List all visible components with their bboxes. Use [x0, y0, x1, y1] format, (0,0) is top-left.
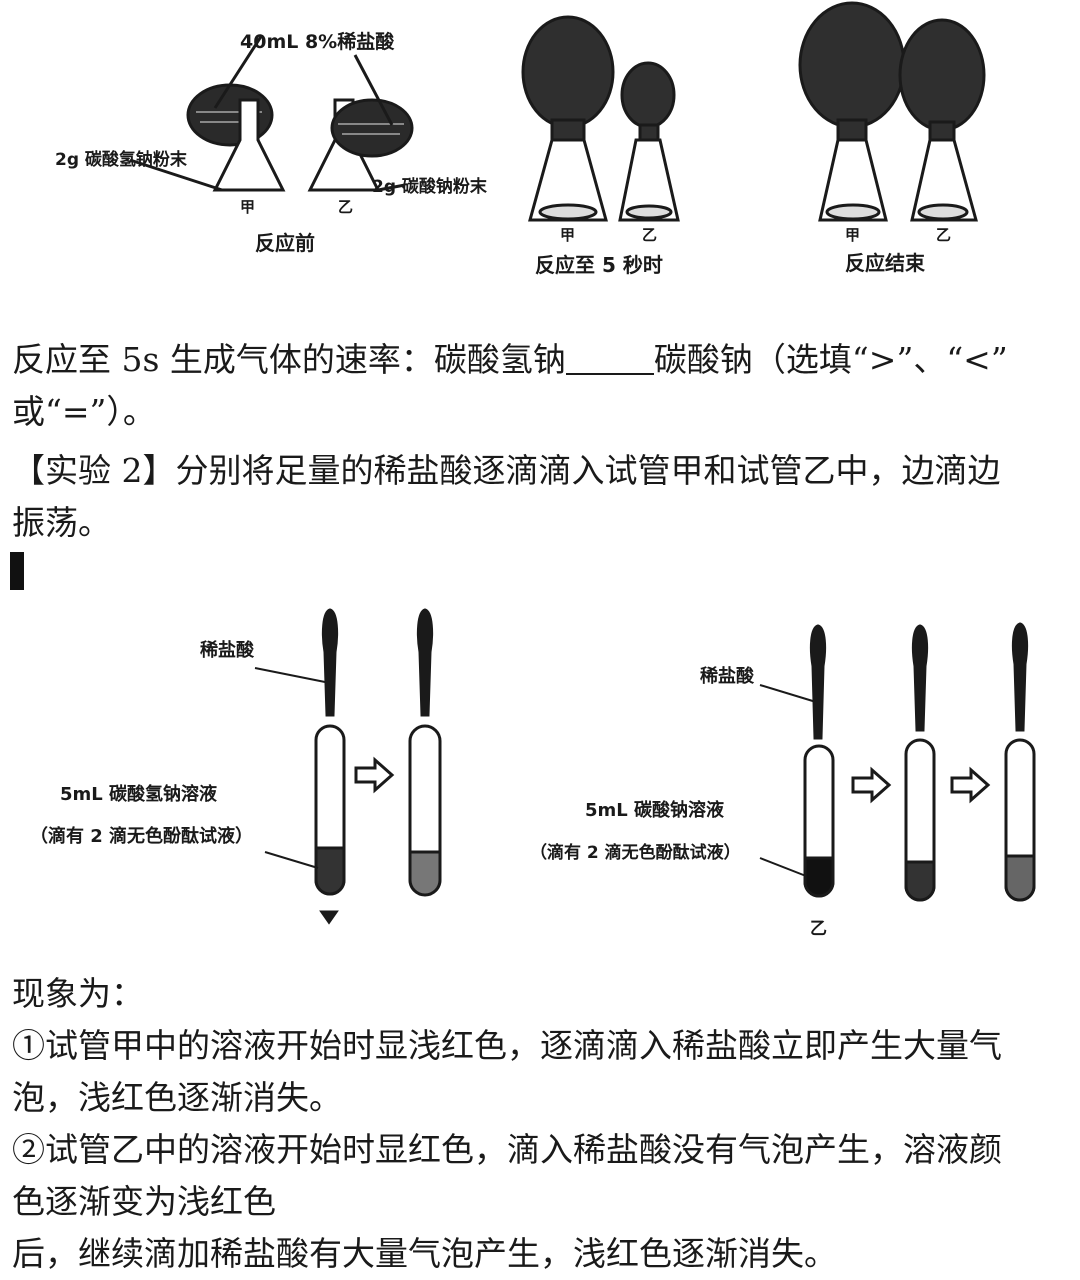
balloon-jia-5s	[521, 15, 615, 129]
dropper-jia-2	[416, 608, 434, 717]
right-powder-label: 2g 碳酸钠粉末	[372, 176, 488, 197]
jia-mark-before: 甲	[240, 198, 255, 216]
dropper-yi-3	[1011, 622, 1029, 732]
dropper-yi-2	[911, 624, 929, 732]
phenomena-2-line1: ②试管乙中的溶液开始时显红色，滴入稀盐酸没有气泡产生，溶液颜	[12, 1130, 1002, 1169]
right-solution-label: 5mL 碳酸钠溶液	[585, 799, 725, 821]
left-powder-label: 2g 碳酸氢钠粉末	[55, 149, 188, 170]
test-tube-figure: 稀盐酸 5mL 碳酸氢钠溶液 （滴有 2 滴无色酚酞试液） 稀盐酸 5mL 碳酸…	[0, 590, 1080, 950]
flask-yi-end	[910, 138, 978, 222]
flask-balloon-figure: 40mL 8%稀盐酸 2g 碳酸氢钠粉末 2g 碳酸钠粉末 甲 乙 反应前 甲 …	[0, 0, 1080, 300]
jia-mark-5s: 甲	[560, 226, 575, 244]
balloon-jia-end	[798, 1, 906, 129]
dropper-jia-1	[321, 608, 339, 717]
rate-question-text-2: 碳酸钠（选填“>”、“<”	[653, 340, 1008, 379]
answer-blank[interactable]	[565, 343, 654, 375]
rate-question-text: 反应至 5s 生成气体的速率：碳酸氢钠	[12, 340, 566, 379]
experiment2-line1: 【实验 2】分别将足量的稀盐酸逐滴滴入试管甲和试管乙中，边滴边	[12, 451, 1001, 490]
left-solution-label: 5mL 碳酸氢钠溶液	[60, 783, 218, 805]
phenomena-1-line1: ①试管甲中的溶液开始时显浅红色，逐滴滴入稀盐酸立即产生大量气	[12, 1026, 1002, 1065]
stage-before-label: 反应前	[255, 231, 315, 255]
yi-mark-end: 乙	[936, 226, 951, 244]
right-indicator-label: （滴有 2 滴无色酚酞试液）	[530, 842, 741, 863]
test-tube-diagram: 稀盐酸 5mL 碳酸氢钠溶液 （滴有 2 滴无色酚酞试液） 稀盐酸 5mL 碳酸…	[30, 608, 1036, 939]
dropper-yi-1	[809, 624, 827, 740]
phenomena-1-line2: 泡，浅红色逐渐消失。	[12, 1078, 342, 1117]
left-indicator-label: （滴有 2 滴无色酚酞试液）	[30, 825, 253, 847]
flask-balloon-diagram: 40mL 8%稀盐酸 2g 碳酸氢钠粉末 2g 碳酸钠粉末 甲 乙 反应前 甲 …	[55, 1, 986, 277]
flask-jia-5s	[528, 138, 608, 222]
rate-question: 反应至 5s 生成气体的速率：碳酸氢钠 碳酸钠（选填“>”、“<”	[12, 334, 1074, 386]
balloon-right-before	[330, 98, 414, 158]
phenomena-2-line2: 色逐渐变为浅红色	[12, 1182, 276, 1221]
phenomena-2-line3: 后，继续滴加稀盐酸有大量气泡产生，浅红色逐渐消失。	[12, 1234, 837, 1273]
right-dropper-label: 稀盐酸	[700, 665, 755, 687]
phenomena-heading: 现象为：	[12, 974, 144, 1013]
yi-mark-5s: 乙	[642, 226, 657, 244]
arrow-icon-yi-2	[950, 766, 991, 804]
flask-yi-5s	[618, 138, 680, 222]
arrow-icon-jia	[354, 756, 395, 794]
yi-mark-before: 乙	[338, 198, 353, 216]
section-marker	[10, 552, 24, 590]
left-dropper-label: 稀盐酸	[200, 639, 255, 661]
stage-5s-label: 反应至 5 秒时	[535, 253, 663, 277]
rate-question-line2: 或“=”）。	[12, 392, 156, 431]
jia-mark-end: 甲	[845, 226, 860, 244]
flask-jia-before	[212, 98, 286, 192]
stage-end-label: 反应结束	[845, 251, 926, 275]
balloon-yi-5s	[620, 61, 676, 129]
arrow-icon-yi-1	[851, 766, 892, 804]
balloon-yi-end	[898, 18, 986, 132]
experiment2-line2: 振荡。	[12, 503, 111, 542]
acid-label: 40mL 8%稀盐酸	[240, 30, 395, 53]
flask-jia-end	[818, 138, 888, 222]
yi-tube-mark: 乙	[810, 919, 827, 939]
